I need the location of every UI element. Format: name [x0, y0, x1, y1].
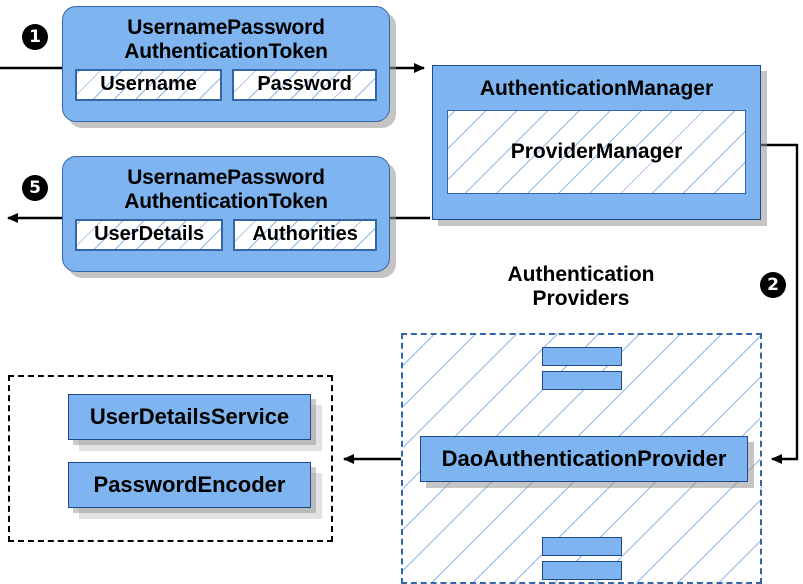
authentication-manager-box[interactable]: AuthenticationManager ProviderManager: [432, 65, 761, 220]
response-token-title-line2: AuthenticationToken: [124, 189, 328, 213]
manager-to-provider-path: [761, 143, 799, 464]
provider-manager-box[interactable]: ProviderManager: [447, 110, 746, 194]
request-token-slots: Username Password: [63, 63, 389, 102]
response-token-title-line1: UsernamePassword: [127, 166, 325, 189]
password-encoder-box[interactable]: PasswordEncoder: [68, 462, 311, 508]
providers-caption-line2: Providers: [532, 286, 630, 310]
response-token-slots: UserDetails Authorities: [63, 213, 389, 252]
dao-authentication-provider-label: DaoAuthenticationProvider: [441, 446, 727, 471]
provider-stub-top-2: [542, 371, 622, 390]
request-token-slot-username[interactable]: Username: [75, 69, 223, 102]
password-encoder-label: PasswordEncoder: [93, 472, 286, 497]
providers-caption-line1: Authentication: [507, 263, 655, 286]
response-authentication-token-box[interactable]: UsernamePassword AuthenticationToken Use…: [62, 156, 390, 272]
request-token-slot-password[interactable]: Password: [232, 69, 378, 102]
provider-stub-bottom-1: [542, 537, 622, 556]
authentication-providers-caption: Authentication Providers: [431, 263, 731, 310]
request-token-title-line2: AuthenticationToken: [124, 39, 328, 63]
step-bullet-2: 2: [760, 272, 786, 298]
provider-stub-top-1: [542, 347, 622, 366]
step-bullet-1: 1: [22, 24, 48, 50]
request-token-title: UsernamePassword AuthenticationToken: [63, 7, 389, 63]
request-token-title-line1: UsernamePassword: [127, 16, 325, 39]
authentication-manager-title: AuthenticationManager: [479, 77, 714, 100]
provider-stub-bottom-2: [542, 561, 622, 580]
request-authentication-token-box[interactable]: UsernamePassword AuthenticationToken Use…: [62, 6, 390, 122]
response-token-title: UsernamePassword AuthenticationToken: [63, 157, 389, 213]
user-details-service-box[interactable]: UserDetailsService: [68, 394, 311, 440]
dao-authentication-provider-box[interactable]: DaoAuthenticationProvider: [420, 436, 748, 482]
user-details-service-label: UserDetailsService: [89, 404, 290, 429]
response-token-slot-userdetails[interactable]: UserDetails: [75, 219, 224, 252]
response-token-slot-authorities[interactable]: Authorities: [233, 219, 377, 252]
step-bullet-5: 5: [22, 175, 48, 201]
